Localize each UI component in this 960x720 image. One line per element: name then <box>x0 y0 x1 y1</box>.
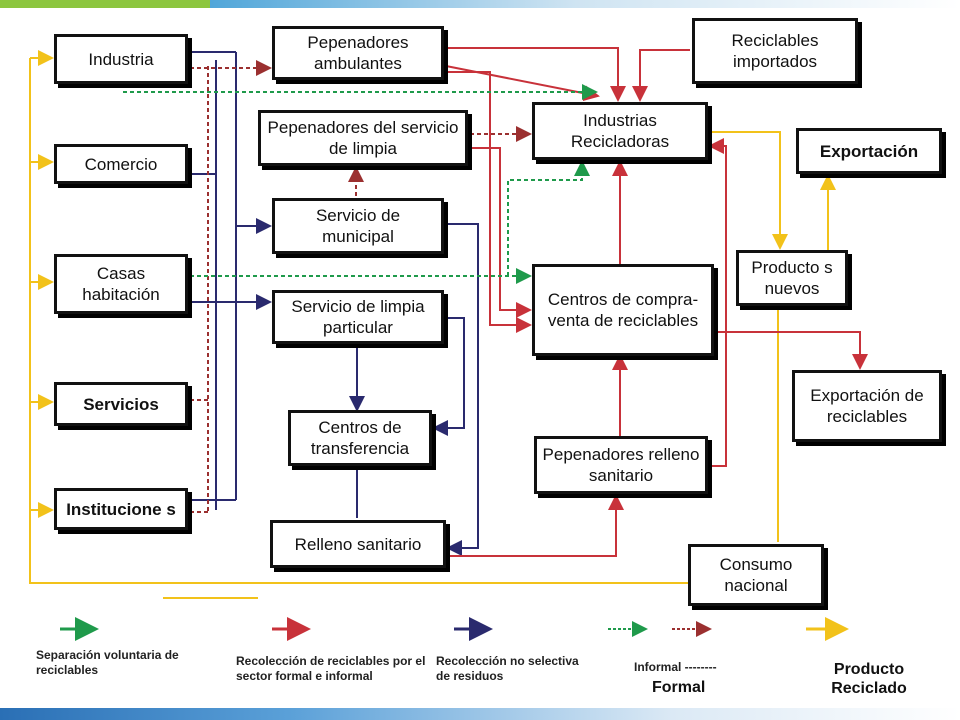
node-servicios: Servicios <box>54 382 188 426</box>
dotted-informal-links <box>190 60 532 513</box>
node-casas-habitacion: Casas habitación <box>54 254 188 314</box>
top-accent-bar <box>0 0 960 8</box>
yellow-recycled-product-links <box>29 50 836 599</box>
node-exportacion-reciclables: Exportación de reciclables <box>792 370 942 442</box>
node-productos-nuevos: Producto s nuevos <box>736 250 848 306</box>
legend-navy-label: Recolección no selectiva de residuos <box>436 654 579 683</box>
bottom-accent-bar <box>0 708 960 720</box>
legend-yellow-label: Producto Reciclado <box>831 661 907 697</box>
legend-formal-label: Formal <box>652 679 706 696</box>
legend-green-label: Separación voluntaria de reciclables <box>36 648 179 677</box>
node-exportacion: Exportación <box>796 128 942 174</box>
node-industrias-recicladoras: Industrias Recicladoras <box>532 102 708 160</box>
node-relleno-sanitario: Relleno sanitario <box>270 520 446 568</box>
node-instituciones: Institucione s <box>54 488 188 530</box>
legend-red-label: Recolección de reciclables por el sector… <box>236 654 426 683</box>
node-consumo-nacional: Consumo nacional <box>688 544 824 606</box>
node-centros-transferencia: Centros de transferencia <box>288 410 432 466</box>
node-pepenadores-ambulantes: Pepenadores ambulantes <box>272 26 444 80</box>
green-voluntary-links <box>123 84 598 284</box>
legend-informal-label: Informal -------- <box>634 660 717 674</box>
node-pepenadores-relleno: Pepenadores relleno sanitario <box>534 436 708 494</box>
node-servicio-municipal: Servicio de municipal <box>272 198 444 254</box>
node-centros-compraventa: Centros de compra-venta de reciclables <box>532 264 714 356</box>
node-servicio-limpia-particular: Servicio de limpia particular <box>272 290 444 344</box>
node-pepenadores-servicio-limpia: Pepenadores del servicio de limpia <box>258 110 468 166</box>
node-comercio: Comercio <box>54 144 188 184</box>
navy-collection-links <box>190 51 479 556</box>
node-industria: Industria <box>54 34 188 84</box>
node-reciclables-importados: Reciclables importados <box>692 18 858 84</box>
red-recyclables-links <box>445 47 868 557</box>
